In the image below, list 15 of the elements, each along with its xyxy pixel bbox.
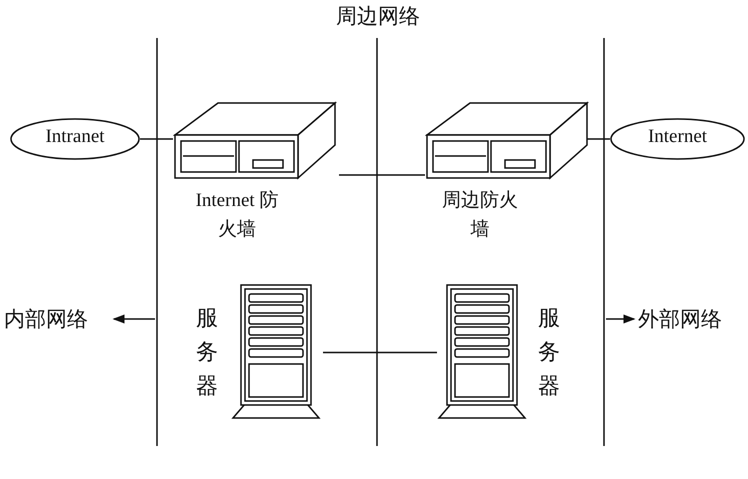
zone-label: 内部网络	[4, 306, 88, 333]
connection-line	[339, 174, 425, 176]
node-label: Intranet	[44, 126, 106, 148]
connection-line	[140, 138, 173, 140]
zone-title: 周边网络	[335, 3, 421, 30]
device-label: 服务器	[195, 305, 219, 402]
device-label: 周边防火墙	[441, 189, 519, 242]
network-ellipse	[610, 118, 745, 160]
device-label: Internet 防火墙	[194, 189, 280, 242]
network-ellipse	[10, 118, 140, 160]
zone-label: 外部网络	[638, 306, 722, 333]
connection-line	[323, 352, 437, 354]
device-label: 服务器	[537, 305, 561, 402]
connection-line	[587, 138, 610, 140]
node-label: Internet	[646, 126, 708, 148]
